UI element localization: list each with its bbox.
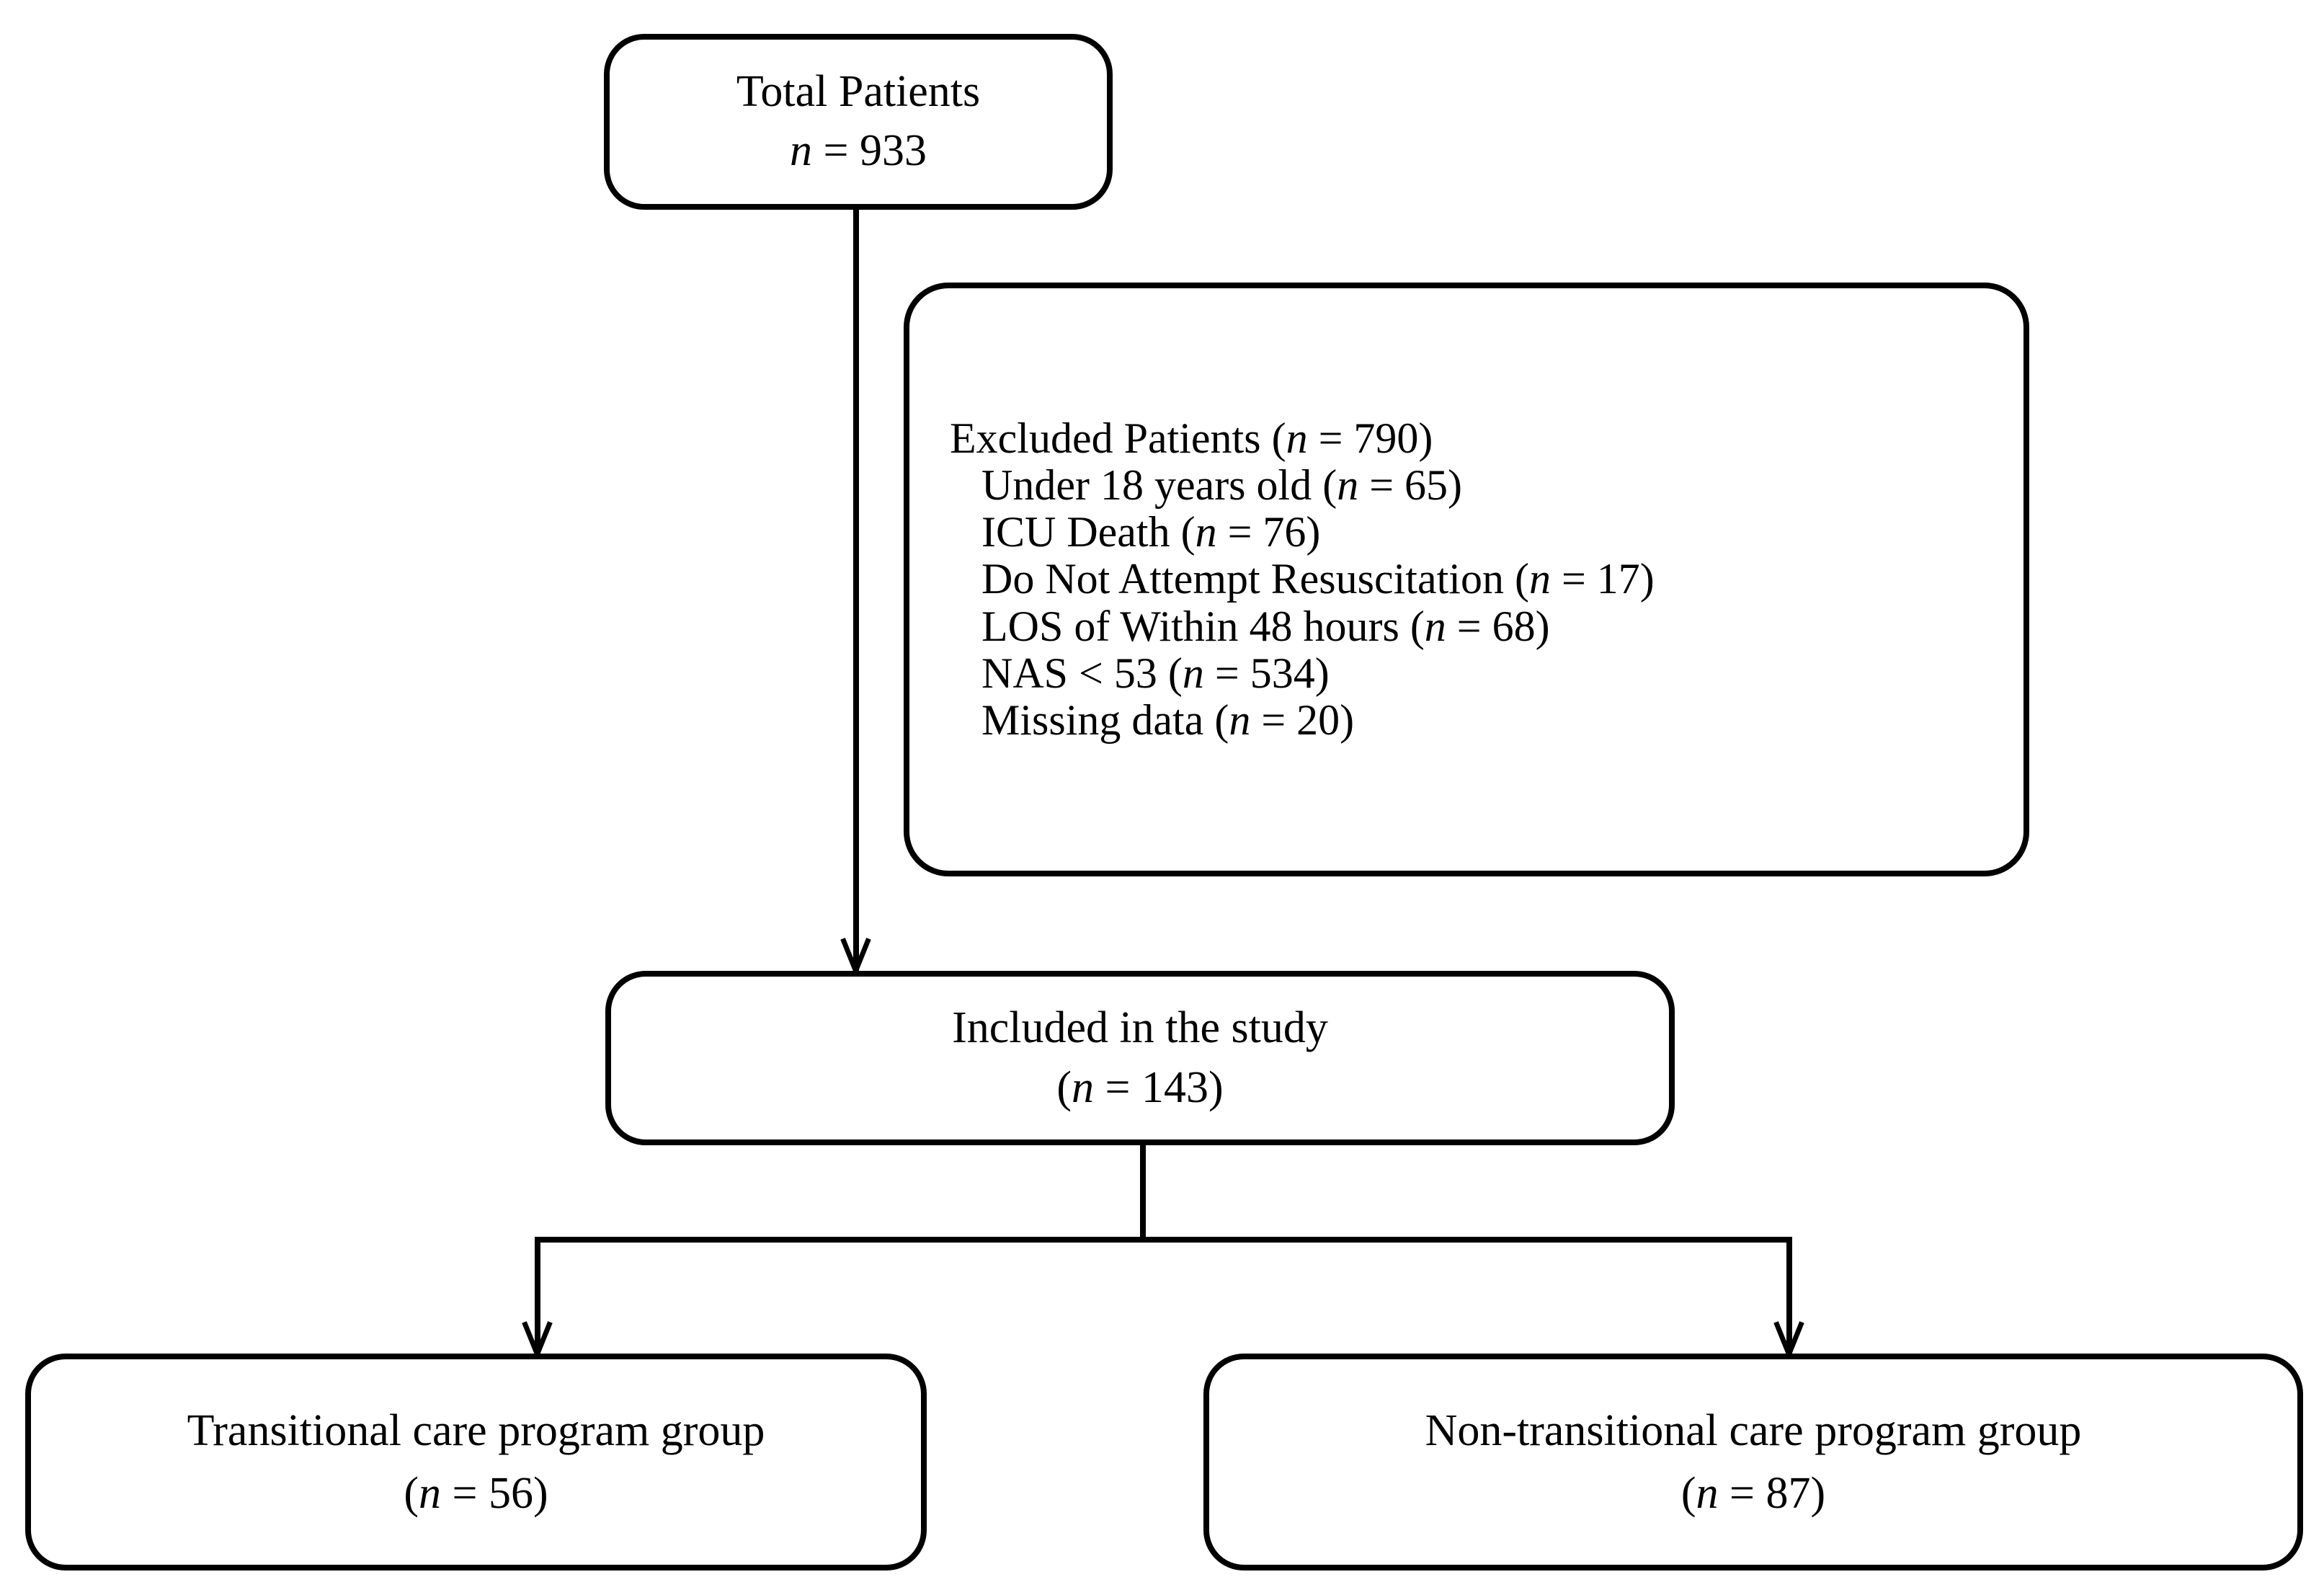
excluded-header-value: = 790) xyxy=(1307,414,1433,462)
node-excluded-patients: Excluded Patients (n = 790) Under 18 yea… xyxy=(904,283,2029,876)
n-symbol: n xyxy=(1696,1468,1719,1518)
transitional-group-count: (n = 56) xyxy=(404,1465,548,1523)
excluded-item-label: LOS of Within 48 hours ( xyxy=(981,602,1425,650)
excluded-patients-header: Excluded Patients (n = 790) xyxy=(950,414,1433,462)
excluded-item-under-18: Under 18 years old (n = 65) xyxy=(981,463,1462,507)
transitional-group-title: Transitional care program group xyxy=(187,1405,765,1455)
excluded-item-value: = 65) xyxy=(1358,461,1463,510)
excluded-item-label: NAS < 53 ( xyxy=(981,649,1183,697)
connector-to-non-transitional-group xyxy=(1786,1237,1792,1355)
included-open-paren: ( xyxy=(1056,1063,1072,1112)
excluded-item-dnar: Do Not Attempt Resuscitation (n = 17) xyxy=(981,557,1655,601)
non-transitional-open-paren: ( xyxy=(1680,1468,1696,1518)
excluded-item-value: = 17) xyxy=(1550,555,1655,603)
n-symbol: n xyxy=(790,126,813,175)
excluded-item-value: = 20) xyxy=(1250,696,1355,744)
n-symbol: n xyxy=(1337,461,1359,510)
connector-split-bar xyxy=(535,1237,1792,1243)
included-count: (n = 143) xyxy=(1056,1060,1223,1116)
n-symbol: n xyxy=(1182,649,1204,697)
non-transitional-group-count: (n = 87) xyxy=(1681,1465,1825,1523)
transitional-open-paren: ( xyxy=(404,1468,419,1518)
excluded-item-label: Under 18 years old ( xyxy=(981,461,1337,510)
connector-included-stem xyxy=(1140,1145,1146,1241)
transitional-value: = 56) xyxy=(441,1468,548,1518)
excluded-item-icu-death: ICU Death (n = 76) xyxy=(981,510,1320,554)
non-transitional-value: = 87) xyxy=(1718,1468,1826,1518)
excluded-item-label: Missing data ( xyxy=(981,696,1229,744)
n-symbol: n xyxy=(1072,1063,1095,1112)
connector-total-to-included xyxy=(853,209,859,972)
excluded-item-label: ICU Death ( xyxy=(981,508,1196,556)
excluded-item-los-48h: LOS of Within 48 hours (n = 68) xyxy=(981,602,1550,650)
n-symbol: n xyxy=(1424,602,1446,650)
included-value: = 143) xyxy=(1094,1063,1224,1112)
n-symbol: n xyxy=(419,1468,442,1518)
total-patients-title: Total Patients xyxy=(736,67,981,117)
excluded-item-value: = 68) xyxy=(1446,602,1550,650)
excluded-item-value: = 534) xyxy=(1203,649,1330,697)
connector-to-transitional-group xyxy=(535,1237,540,1355)
n-symbol: n xyxy=(1229,696,1251,744)
node-transitional-care-program-group: Transitional care program group (n = 56) xyxy=(25,1354,927,1570)
excluded-header-label: Excluded Patients ( xyxy=(950,414,1286,462)
n-symbol: n xyxy=(1528,555,1551,603)
node-included-in-study: Included in the study (n = 143) xyxy=(605,971,1675,1145)
non-transitional-group-title: Non-transitional care program group xyxy=(1425,1405,2082,1455)
node-total-patients: Total Patients n = 933 xyxy=(604,34,1113,210)
n-symbol: n xyxy=(1286,414,1308,462)
excluded-item-missing-data: Missing data (n = 20) xyxy=(981,698,1354,742)
total-patients-count: n = 933 xyxy=(790,124,927,179)
included-title: Included in the study xyxy=(952,1003,1328,1053)
excluded-item-label: Do Not Attempt Resuscitation ( xyxy=(981,555,1529,603)
n-symbol: n xyxy=(1195,508,1217,556)
node-non-transitional-care-program-group: Non-transitional care program group (n =… xyxy=(1203,1354,2303,1570)
total-patients-value: = 933 xyxy=(812,126,927,175)
excluded-item-nas-under-53: NAS < 53 (n = 534) xyxy=(981,649,1330,697)
excluded-item-value: = 76) xyxy=(1216,508,1321,556)
